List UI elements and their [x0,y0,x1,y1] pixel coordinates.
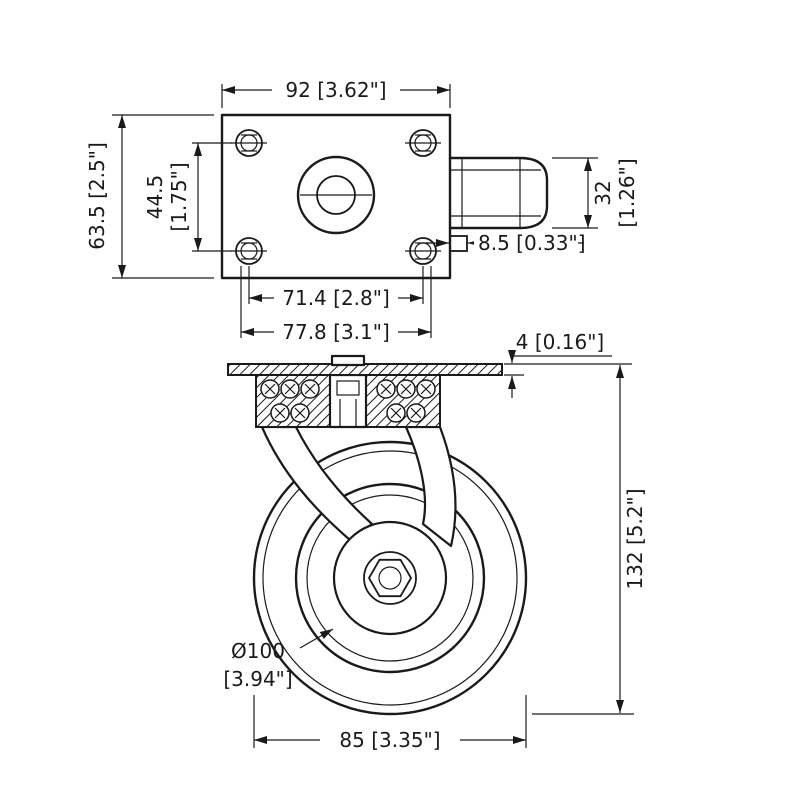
wheel-hub [332,520,448,636]
hub-top-outline [448,156,549,252]
dim-label-bolt-spacing-vertical-in: [1.75"] [167,162,191,231]
bolt-hole [231,129,267,157]
dim-hub-offset: 8.5 [0.33"] [426,230,586,256]
bearing-ball [416,379,436,399]
dim-plate-thickness: 4 [0.16"] [504,330,632,398]
dim-bolt-spacing-vertical: 44.5 [1.75"] [143,142,232,252]
dim-label-bolt-spacing-horizontal: 71.4 [2.8"] [282,286,390,310]
swivel-fork [260,425,457,548]
bearing-ball [300,379,320,399]
dim-label-hub-offset: 8.5 [0.33"] [478,231,586,255]
axle-hex-nut [367,558,413,598]
dim-label-wheel-diameter-mm: Ø100 [231,639,285,663]
fork-leg-left [260,425,374,542]
dim-label-bolt-slot-spacing: 77.8 [3.1"] [282,320,390,344]
dim-label-bolt-spacing-vertical-mm: 44.5 [143,175,167,220]
wheel [252,440,528,716]
top-view: 92 [3.62"] 63.5 [2.5"] 44.5 [1.75"] 32 [… [85,78,639,344]
top-plate [227,354,503,376]
mounting-plate-outline [220,113,452,280]
bearing-ball [260,379,280,399]
dim-label-overall-height: 132 [5.2"] [623,488,647,589]
dim-label-hub-height-mm: 32 [591,180,615,205]
kingpin-hole [296,155,376,235]
side-view: 4 [0.16"] 132 [5.2"] Ø100 [3.94"] 85 [3.… [223,330,647,752]
wheel-rim [294,482,486,674]
dim-label-hub-height-in: [1.26"] [615,158,639,227]
bearing-ball [406,403,426,423]
dim-plate-width: 92 [3.62"] [221,78,451,108]
dim-hub-height: 32 [1.26"] [552,157,639,229]
dim-label-plate-thickness: 4 [0.16"] [516,330,604,354]
bearing-ball [290,403,310,423]
dim-bolt-slot-spacing: 77.8 [3.1"] [240,266,432,344]
dim-plate-height: 63.5 [2.5"] [85,114,214,279]
dim-label-wheel-diameter-in: [3.94"] [223,667,292,691]
dim-label-plate-height: 63.5 [2.5"] [85,142,109,250]
dim-bolt-spacing-horizontal: 71.4 [2.8"] [248,266,424,310]
dim-overall-height: 132 [5.2"] [532,365,647,715]
kingpin [328,373,368,429]
bearing-ball [270,403,290,423]
bolt-holes [231,129,441,265]
hub-offset-step [449,235,468,252]
swivel-bearing-housing [255,373,441,429]
kingpin-head [330,354,366,367]
dim-label-plate-width: 92 [3.62"] [285,78,386,102]
wheel-tire-outer [252,440,528,716]
bolt-hole [405,129,441,157]
bolt-hole [231,237,267,265]
bearing-ball [396,379,416,399]
bolt-hole [405,237,441,265]
ball-bearings [260,379,436,423]
dim-wheel-width: 85 [3.35"] [253,695,527,752]
fork-leg-right [404,425,457,548]
bearing-ball [386,403,406,423]
bearing-ball [376,379,396,399]
dim-label-wheel-width: 85 [3.35"] [339,728,440,752]
dim-wheel-diameter: Ø100 [3.94"] [223,628,334,691]
bearing-ball [280,379,300,399]
